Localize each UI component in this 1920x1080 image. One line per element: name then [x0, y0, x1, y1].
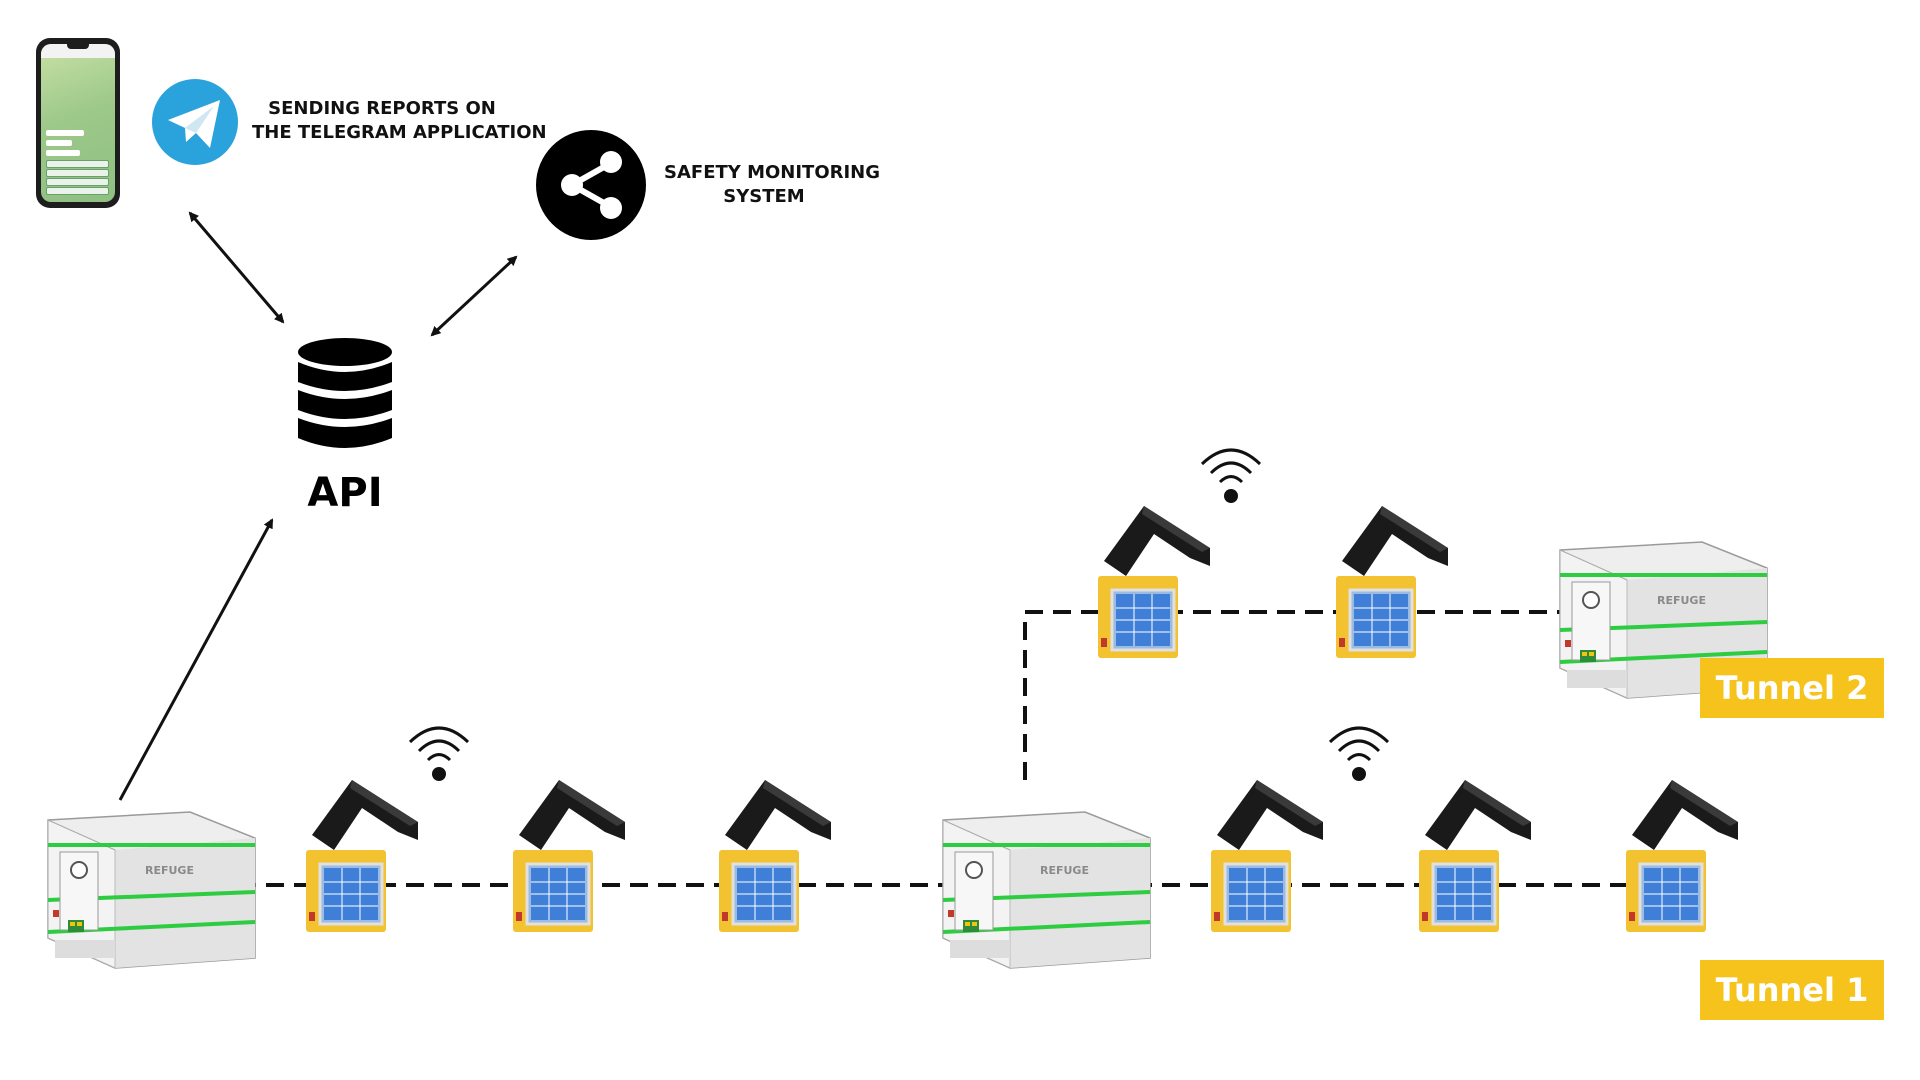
monitoring-device-icon — [717, 778, 833, 934]
phone-button — [46, 178, 109, 186]
wifi-icon — [1200, 448, 1262, 505]
phone-button — [46, 187, 109, 195]
smartphone-icon — [36, 38, 120, 208]
safety-caption-line-1: SAFETY MONITORING — [664, 162, 881, 183]
phone-topbar — [41, 44, 115, 58]
tunnel-2-line — [1023, 610, 1560, 780]
arrow-refuge-api — [118, 518, 274, 801]
telegram-caption-line-2: THE TELEGRAM APPLICATION — [252, 122, 547, 143]
database-icon — [298, 338, 392, 448]
phone-button — [46, 160, 109, 168]
monitoring-device-icon — [1624, 778, 1740, 934]
telegram-caption: SENDING REPORTS ON THE TELEGRAM APPLICAT… — [252, 97, 547, 145]
phone-message — [46, 140, 72, 146]
monitoring-device-icon — [511, 778, 627, 934]
tunnel-1-badge: Tunnel 1 — [1700, 960, 1884, 1020]
telegram-caption-line-1: SENDING REPORTS ON — [268, 98, 496, 119]
refuge-chamber-icon — [941, 810, 1152, 970]
monitoring-device-icon — [1417, 778, 1533, 934]
arrow-telegram-api — [188, 211, 285, 324]
phone-message — [46, 150, 80, 156]
safety-caption-line-2: SYSTEM — [723, 186, 805, 207]
tunnel-2-badge: Tunnel 2 — [1700, 658, 1884, 718]
api-label: API — [307, 470, 383, 516]
monitoring-device-icon — [304, 778, 420, 934]
phone-notch — [67, 44, 89, 49]
monitoring-device-icon — [1209, 778, 1325, 934]
share-icon — [536, 130, 646, 240]
refuge-chamber-icon — [46, 810, 257, 970]
wifi-icon — [1328, 726, 1390, 783]
arrow-safety-api — [430, 255, 518, 337]
phone-screen — [41, 44, 115, 202]
telegram-paper-plane-icon — [152, 79, 238, 165]
wifi-icon — [408, 726, 470, 783]
phone-button — [46, 169, 109, 177]
monitoring-device-icon — [1096, 504, 1212, 660]
monitoring-device-icon — [1334, 504, 1450, 660]
safety-caption: SAFETY MONITORING SYSTEM — [664, 161, 881, 209]
phone-message — [46, 130, 84, 136]
